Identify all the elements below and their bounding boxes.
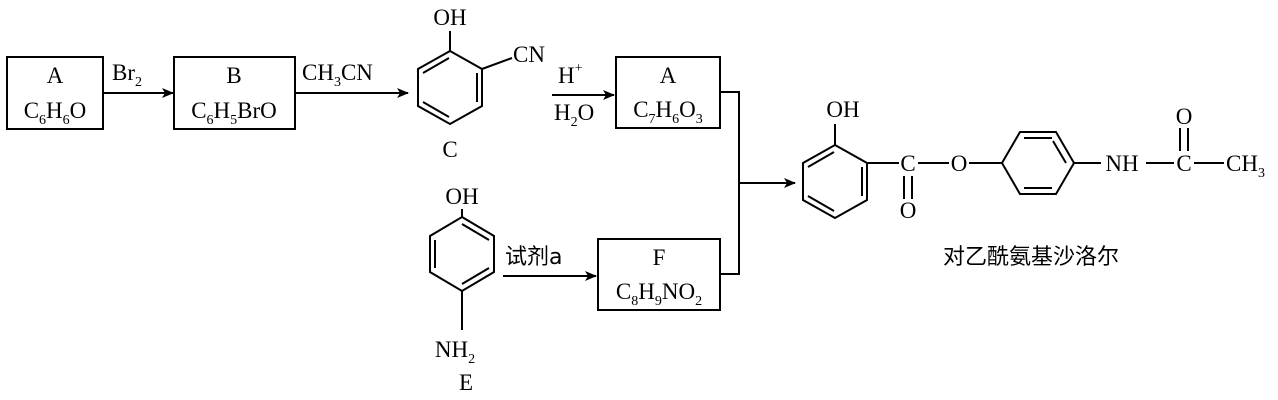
benzene-ring-c xyxy=(417,49,483,126)
reagent-h2o: H2O xyxy=(554,100,594,130)
product-carbonyl-o: O xyxy=(900,198,917,223)
molecule-c: OH CN C xyxy=(417,5,545,162)
c-oh-label: OH xyxy=(433,5,466,30)
reagent-ch3cn: CH3CN xyxy=(302,60,373,90)
product-amide-o: O xyxy=(1176,104,1193,129)
product-ester-o: O xyxy=(951,151,968,176)
box-b-name: B xyxy=(226,63,241,88)
box-a-salicylic-acid: A C7H6O3 xyxy=(615,56,721,129)
product-nh-label: NH xyxy=(1105,151,1138,176)
c-cn-label: CN xyxy=(513,42,545,67)
e-label: E xyxy=(459,370,473,395)
molecule-e: OH NH2 E xyxy=(429,184,495,395)
box-b: B C6H5BrO xyxy=(173,56,296,130)
product-amide-c: C xyxy=(1176,151,1191,176)
product-carbonyl-c: C xyxy=(900,151,915,176)
box-a-formula: C6H6O xyxy=(24,98,87,128)
product-name: 对乙酰氨基沙洛尔 xyxy=(943,245,1119,270)
product-ring-1 xyxy=(802,143,868,220)
product-ch3-label: CH3 xyxy=(1226,151,1265,181)
reagent-hplus: H+ xyxy=(558,61,583,88)
benzene-ring-e xyxy=(429,215,495,293)
c-label: C xyxy=(442,137,457,162)
e-oh-label: OH xyxy=(445,184,478,209)
box-f-formula: C8H9NO2 xyxy=(616,279,702,309)
e-nh2-label: NH2 xyxy=(435,337,475,367)
merge-connector xyxy=(720,91,796,275)
box-a2-name: A xyxy=(660,63,677,88)
reagent-br2: Br2 xyxy=(112,60,142,90)
box-a-name: A xyxy=(47,63,64,88)
box-a-phenol: A C6H6O xyxy=(6,56,104,130)
box-f-name: F xyxy=(653,245,666,270)
product-molecule: OH C O O NH C O CH3 对乙酰氨基沙洛尔 xyxy=(802,97,1265,270)
box-f: F C8H9NO2 xyxy=(597,238,721,311)
reagent-a: 试剂a xyxy=(505,245,562,270)
product-oh-label: OH xyxy=(826,97,859,122)
box-a2-formula: C7H6O3 xyxy=(633,97,703,127)
product-ring-2 xyxy=(1000,131,1076,195)
box-b-formula: C6H5BrO xyxy=(191,98,277,128)
